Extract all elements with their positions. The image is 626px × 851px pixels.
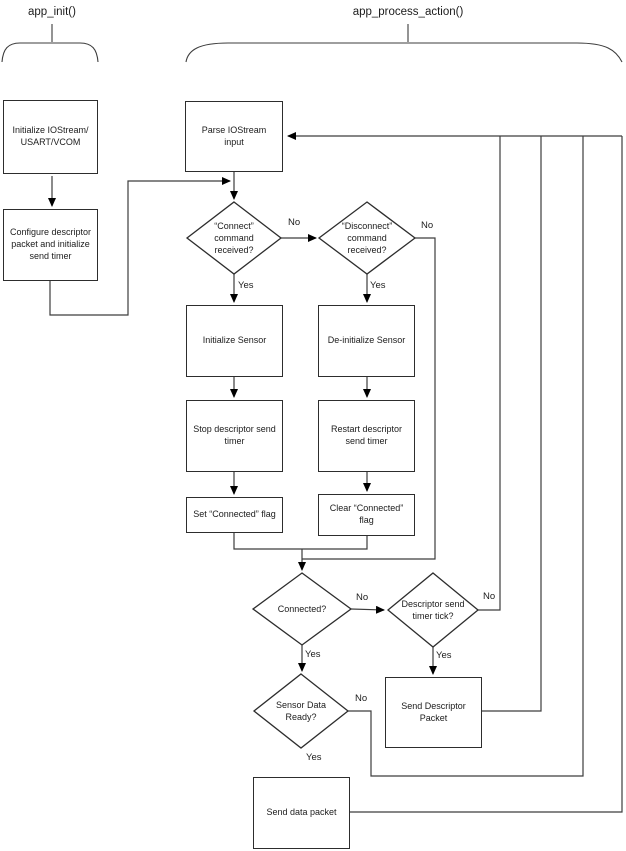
label-sensor-ready-no: No	[355, 693, 368, 704]
decision-timer-tick	[386, 572, 480, 648]
label-connected-yes: Yes	[305, 649, 321, 660]
label-disconnect-no: No	[421, 220, 434, 231]
decision-connected	[251, 572, 353, 646]
label-sensor-ready-yes: Yes	[306, 752, 322, 763]
node-stop-timer: Stop descriptor send timer	[186, 400, 283, 472]
label-timer-tick-no: No	[483, 591, 496, 602]
node-send-data: Send data packet	[253, 777, 350, 849]
edge-configure-to-junction	[49, 177, 231, 316]
node-send-descriptor: Send Descriptor Packet	[385, 677, 482, 748]
edge-connected-no-to-timer-tick	[350, 605, 385, 614]
node-configure-descriptor: Configure descriptor packet and initiali…	[3, 209, 98, 281]
app-init-title: app_init()	[28, 6, 76, 18]
label-timer-tick-yes: Yes	[436, 650, 452, 661]
node-init-iostream: Initialize IOStream/ USART/VCOM	[3, 100, 98, 174]
app-init-brace	[1, 42, 99, 63]
label-disconnect-yes: Yes	[370, 280, 386, 291]
edge-flags-merge	[233, 533, 368, 550]
edge-send-descriptor-return	[482, 136, 542, 712]
node-parse-iostream: Parse IOStream input	[185, 101, 283, 172]
edge-disconnect-no-loop	[302, 237, 436, 560]
edge-timer-tick-no-return	[478, 136, 501, 611]
decision-disconnect-text: “Disconnect” command received?	[341, 220, 393, 256]
decision-sensor-ready	[252, 673, 350, 749]
node-initialize-sensor: Initialize Sensor	[186, 305, 283, 377]
label-connected-no: No	[356, 592, 369, 603]
node-restart-timer: Restart descriptor send timer	[318, 400, 415, 472]
node-clear-connected: Clear “Connected” flag	[318, 494, 415, 536]
decision-disconnect	[317, 201, 417, 275]
decision-connect	[185, 201, 283, 275]
edge-send-data-return	[350, 136, 623, 813]
app-process-action-title: app_process_action()	[352, 6, 464, 18]
label-connect-yes: Yes	[238, 280, 254, 291]
edge-sensor-ready-no-return	[348, 136, 584, 777]
node-deinitialize-sensor: De-initialize Sensor	[318, 305, 415, 377]
decision-connected-text: Connected?	[277, 603, 327, 614]
app-process-brace	[185, 42, 623, 63]
node-set-connected: Set “Connected” flag	[186, 497, 283, 533]
decision-connect-text: “Connect” command received?	[214, 220, 254, 256]
decision-sensor-ready-text: Sensor Data Ready?	[275, 699, 327, 722]
label-connect-no: No	[288, 217, 301, 228]
decision-timer-tick-text: Descriptor send timer tick?	[401, 598, 465, 621]
